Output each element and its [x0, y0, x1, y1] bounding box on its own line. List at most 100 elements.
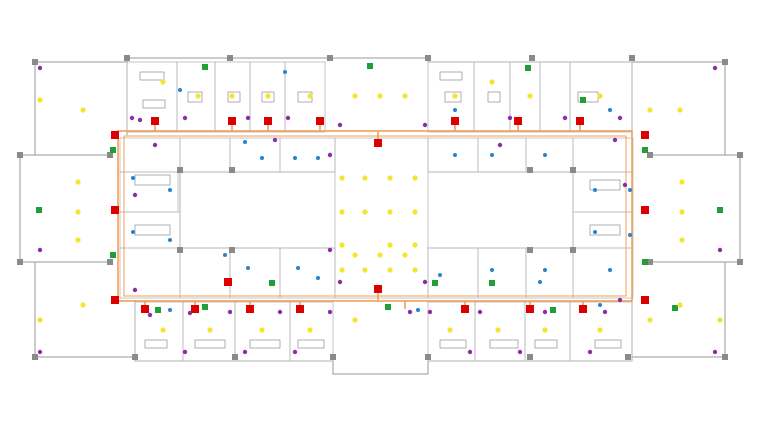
smoke-detector-marker	[37, 317, 43, 323]
service-room	[525, 137, 574, 173]
alarm-marker	[227, 309, 233, 315]
emergency-exit-marker	[110, 147, 116, 153]
alarm-marker	[477, 309, 483, 315]
service-room	[179, 247, 231, 299]
smoke-detector-marker	[402, 252, 408, 258]
sprinkler-marker	[490, 153, 494, 157]
room-top	[473, 61, 511, 133]
smoke-detector-marker	[207, 327, 213, 333]
smoke-detector-marker	[679, 209, 685, 215]
alarm-marker	[327, 247, 333, 253]
service-room	[477, 247, 527, 299]
furniture	[261, 91, 275, 103]
alarm-marker	[407, 309, 413, 315]
column	[327, 55, 333, 61]
column	[722, 59, 728, 65]
smoke-detector-marker	[75, 209, 81, 215]
alarm-marker	[285, 115, 291, 121]
corridor-loop	[117, 130, 633, 302]
smoke-detector-marker	[677, 302, 683, 308]
emergency-exit-marker	[672, 305, 678, 311]
smoke-detector-marker	[229, 93, 235, 99]
outer-wall-top	[35, 57, 725, 63]
sprinkler-marker	[598, 303, 602, 307]
column	[107, 152, 113, 158]
sprinkler-marker	[543, 153, 547, 157]
fire-extinguisher-marker	[246, 305, 254, 313]
emergency-exit-marker	[269, 280, 275, 286]
alarm-marker	[562, 115, 568, 121]
outer-wall-right	[724, 62, 741, 357]
emergency-exit-marker	[717, 207, 723, 213]
outer-wall-bottom	[35, 356, 725, 375]
alarm-marker	[712, 349, 718, 355]
emergency-exit-marker	[489, 280, 495, 286]
smoke-detector-marker	[387, 209, 393, 215]
alarm-marker	[132, 192, 138, 198]
emergency-exit-marker	[642, 147, 648, 153]
sprinkler-marker	[593, 188, 597, 192]
furniture	[439, 71, 463, 81]
sprinkler-marker	[608, 108, 612, 112]
alarm-marker	[327, 309, 333, 315]
service-room	[229, 247, 281, 299]
alarm-marker	[507, 115, 513, 121]
alarm-marker	[37, 247, 43, 253]
smoke-detector-marker	[677, 107, 683, 113]
smoke-detector-marker	[37, 97, 43, 103]
smoke-detector-marker	[160, 327, 166, 333]
smoke-detector-marker	[412, 175, 418, 181]
sprinkler-marker	[593, 230, 597, 234]
smoke-detector-marker	[362, 209, 368, 215]
service-room	[119, 247, 181, 299]
room-bottom	[569, 301, 633, 362]
fire-extinguisher-marker	[141, 305, 149, 313]
column	[737, 259, 743, 265]
fire-extinguisher-marker	[191, 305, 199, 313]
room-top	[284, 61, 326, 133]
sprinkler-marker	[168, 308, 172, 312]
sprinkler-marker	[316, 156, 320, 160]
fire-extinguisher-marker	[461, 305, 469, 313]
smoke-detector-marker	[679, 179, 685, 185]
fire-extinguisher-marker	[228, 117, 236, 125]
smoke-detector-marker	[452, 93, 458, 99]
column	[132, 354, 138, 360]
outer-wall-left	[19, 62, 36, 357]
alarm-marker	[37, 349, 43, 355]
sprinkler-marker	[543, 268, 547, 272]
column	[529, 55, 535, 61]
service-room	[279, 137, 336, 173]
smoke-detector-marker	[195, 93, 201, 99]
service-room	[525, 247, 574, 299]
smoke-detector-marker	[307, 93, 313, 99]
fire-extinguisher-marker	[641, 296, 649, 304]
service-room	[572, 171, 634, 213]
emergency-exit-marker	[385, 304, 391, 310]
column	[737, 152, 743, 158]
smoke-detector-marker	[362, 175, 368, 181]
smoke-detector-marker	[597, 327, 603, 333]
smoke-detector-marker	[80, 302, 86, 308]
smoke-detector-marker	[265, 93, 271, 99]
alarm-marker	[617, 115, 623, 121]
smoke-detector-marker	[80, 107, 86, 113]
room-bottom	[289, 301, 334, 362]
alarm-marker	[617, 297, 623, 303]
smoke-detector-marker	[339, 209, 345, 215]
alarm-marker	[427, 309, 433, 315]
smoke-detector-marker	[160, 79, 166, 85]
room-partitions	[119, 61, 634, 362]
fire-extinguisher-marker	[151, 117, 159, 125]
column	[32, 59, 38, 65]
fire-extinguisher-marker	[374, 285, 382, 293]
corridor-route	[117, 121, 633, 309]
fire-extinguisher-marker	[579, 305, 587, 313]
column	[647, 152, 653, 158]
smoke-detector-marker	[679, 237, 685, 243]
column	[527, 354, 533, 360]
fire-extinguisher-marker	[641, 206, 649, 214]
column	[527, 167, 533, 173]
smoke-detector-marker	[647, 317, 653, 323]
furniture	[487, 91, 501, 103]
